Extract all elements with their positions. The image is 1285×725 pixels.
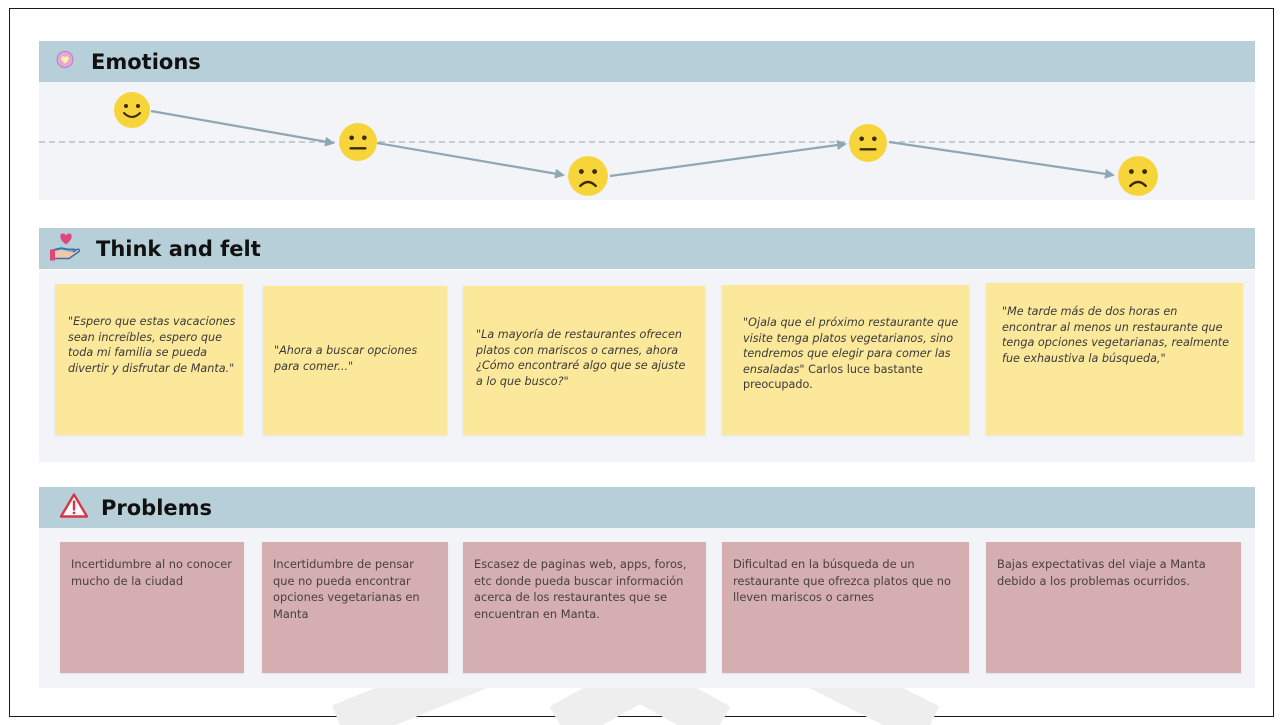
thought-note: "Ojala que el próximo restaurante que vi…: [722, 285, 969, 435]
problem-text: Dificultad en la búsqueda de un restaura…: [733, 557, 951, 604]
thought-note: "Espero que estas vacaciones sean increí…: [55, 284, 243, 435]
problems-header: Problems: [39, 487, 1255, 528]
warning-triangle-icon: [59, 492, 89, 523]
problem-text: Incertidumbre de pensar que no pueda enc…: [273, 557, 420, 621]
emotion-connector: [609, 140, 847, 178]
problem-text: Incertidumbre al no conocer mucho de la …: [71, 557, 232, 588]
section-title: Emotions: [91, 49, 201, 74]
emotions-header: Emotions: [39, 41, 1255, 82]
emotion-connector: [888, 140, 1115, 179]
think-header: Think and felt: [39, 228, 1255, 269]
emotion-connector: [376, 141, 565, 179]
emotion-curve: [39, 109, 1255, 179]
thought-note: "La mayoría de restaurantes ofrecen plat…: [463, 286, 705, 435]
sad-face-icon: [568, 156, 608, 196]
thought-note: "Ahora a buscar opciones para comer...": [263, 286, 447, 435]
problem-text: Bajas expectativas del viaje a Manta deb…: [997, 557, 1206, 588]
thought-extra: Carlos luce bastante preocupado.: [743, 362, 923, 392]
happy-face-icon: [114, 92, 150, 128]
neutral-face-icon: [339, 123, 377, 161]
thought-text: "Ojala que el próximo restaurante que vi…: [743, 316, 959, 392]
problem-note: Dificultad en la búsqueda de un restaura…: [722, 542, 969, 673]
thought-note: "Me tarde más de dos horas en encontrar …: [986, 283, 1243, 435]
thought-text: "Me tarde más de dos horas en encontrar …: [1002, 305, 1230, 365]
sad-face-icon: [1118, 156, 1158, 196]
brain-heart-icon: [55, 49, 75, 74]
thought-text: "Espero que estas vacaciones sean increí…: [68, 315, 236, 375]
hand-heart-icon: [49, 231, 83, 266]
section-title: Think and felt: [96, 236, 261, 261]
emotions-band: [39, 82, 1255, 200]
section-title: Problems: [101, 495, 213, 520]
thought-text: "Ahora a buscar opciones para comer...": [274, 344, 418, 373]
problem-text: Escasez de paginas web, apps, foros, etc…: [474, 557, 687, 621]
neutral-face-icon: [849, 124, 887, 162]
problem-note: Incertidumbre de pensar que no pueda enc…: [262, 542, 448, 673]
thought-text: "La mayoría de restaurantes ofrecen plat…: [476, 328, 686, 388]
problem-note: Bajas expectativas del viaje a Manta deb…: [986, 542, 1241, 673]
emotion-connector: [150, 109, 335, 147]
problem-note: Incertidumbre al no conocer mucho de la …: [60, 542, 244, 673]
problem-note: Escasez de paginas web, apps, foros, etc…: [463, 542, 706, 673]
